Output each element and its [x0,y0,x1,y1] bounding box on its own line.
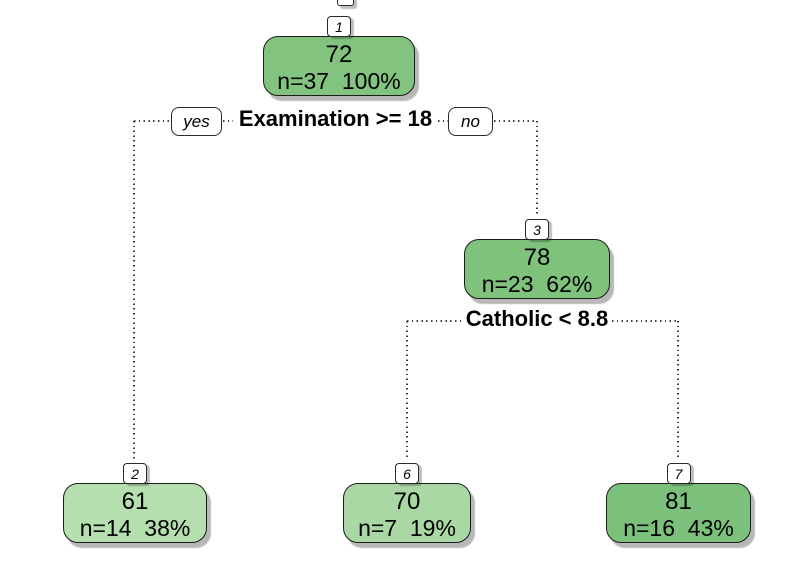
connector-split1-down-to-node2 [133,121,135,459]
node-number-badge: 2 [123,463,147,484]
node-stats: n=14 38% [79,514,191,541]
tree-node-2: 2 61 n=14 38% [63,463,207,543]
connector-split2-left [407,320,462,322]
connector-split1-yes-to-label [223,120,233,122]
node-stats: n=7 19% [358,514,456,541]
tree-node-7: 7 81 n=16 43% [606,463,751,543]
node-stats: n=16 43% [623,514,734,541]
node-predicted-value: 78 [523,244,551,271]
tree-node-3: 3 78 n=23 62% [464,219,610,299]
clipped-badge-artifact [337,0,354,6]
connector-split2-down-to-node7 [677,321,679,459]
split-condition-examination: Examination >= 18 [238,106,433,131]
node-number-badge: 1 [327,16,351,37]
split-condition-catholic: Catholic < 8.8 [465,306,609,331]
connector-split1-label-to-no [438,120,448,122]
tree-node-6: 6 70 n=7 19% [343,463,471,543]
connector-split2-right [612,320,678,322]
tree-node-1: 1 72 n=37 100% [263,16,415,96]
node-predicted-value: 81 [665,488,692,515]
node-predicted-value: 61 [121,488,149,515]
branch-label-no-text: no [461,111,480,131]
node-number-badge: 3 [525,219,549,240]
node-number-badge: 7 [666,463,691,484]
node-predicted-value: 70 [393,488,421,515]
connector-split1-left [134,120,172,122]
connector-split1-right [494,120,537,122]
connector-split1-down-to-node3 [536,121,538,216]
node-stats: n=23 62% [481,270,593,297]
branch-label-yes: yes [171,107,222,136]
node-number-badge: 6 [395,463,419,484]
node-stats: n=37 100% [277,67,401,94]
branch-label-no: no [448,107,493,136]
node-predicted-value: 72 [325,41,353,68]
connector-split2-down-to-node6 [406,321,408,459]
branch-label-yes-text: yes [183,111,210,131]
